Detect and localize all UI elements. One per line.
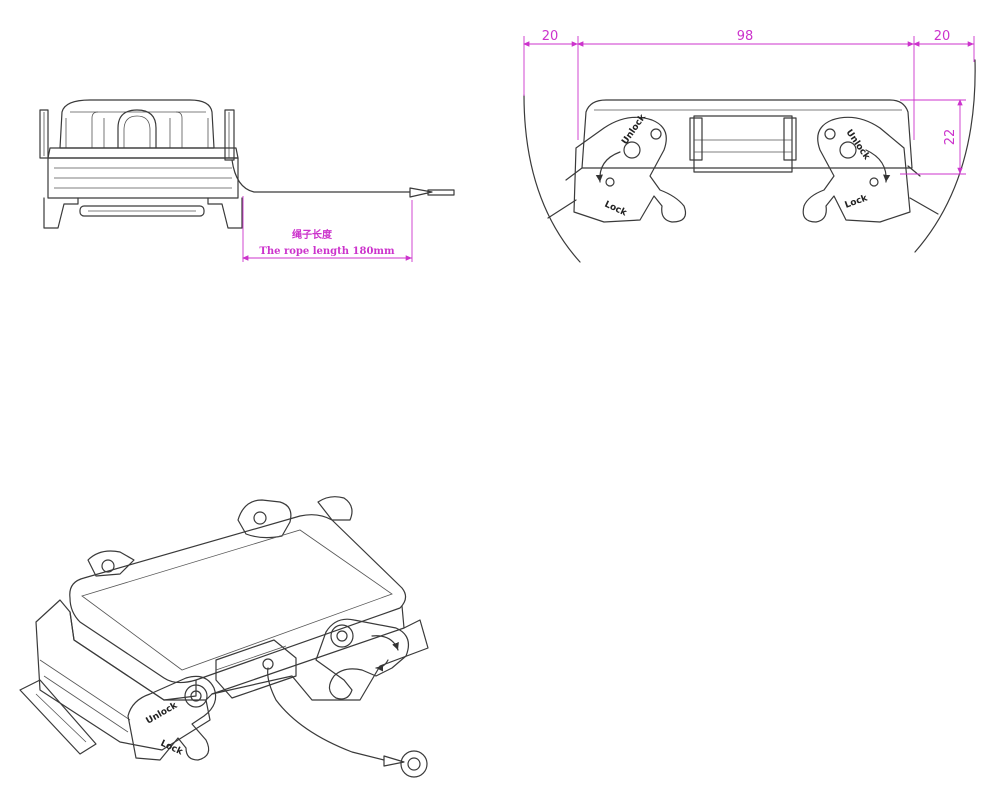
side-view bbox=[39, 99, 455, 229]
front-view: Unlock Lock Unlock Lock bbox=[523, 59, 976, 263]
height-dimension: 22 bbox=[900, 99, 966, 175]
width-dimensions: 20 98 20 bbox=[523, 29, 975, 140]
rope-length-dimension: 绳子长度 The rope length 180mm bbox=[242, 196, 413, 262]
lock-label-right: Lock bbox=[844, 193, 870, 211]
unlock-label-iso: Unlock bbox=[145, 700, 181, 726]
rope-length-label-en: The rope length 180mm bbox=[259, 246, 395, 257]
rope-length-label-cn: 绳子长度 bbox=[292, 228, 333, 241]
width-middle-label: 98 bbox=[737, 29, 754, 44]
isometric-view: Unlock Lock bbox=[19, 496, 429, 778]
lock-label-left: Lock bbox=[603, 200, 629, 219]
width-left-label: 20 bbox=[542, 29, 559, 44]
height-label: 22 bbox=[943, 129, 958, 146]
width-right-label: 20 bbox=[934, 29, 951, 44]
